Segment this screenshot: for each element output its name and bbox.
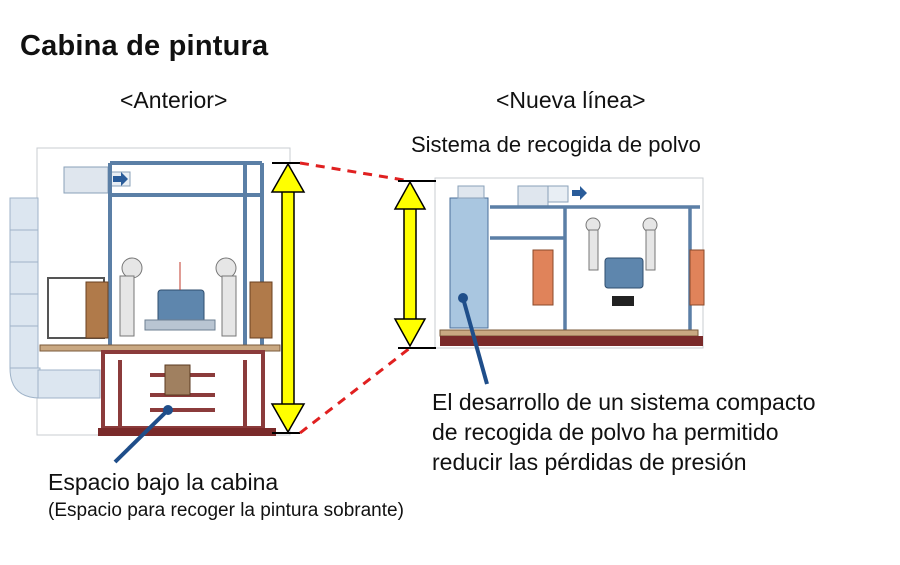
callout-line-new bbox=[461, 297, 489, 385]
fan-unit bbox=[63, 166, 109, 194]
callout-new-line-1: El desarrollo de un sistema compacto bbox=[432, 389, 816, 415]
flow-arrow-icon bbox=[113, 172, 128, 186]
callout-line-under bbox=[113, 408, 170, 464]
height-arrow-right bbox=[393, 180, 436, 349]
left-duct bbox=[9, 197, 101, 399]
anterior-booth bbox=[9, 147, 291, 436]
robot-left bbox=[119, 257, 143, 337]
callout-new-line-3: reducir las pérdidas de presión bbox=[432, 449, 747, 475]
robot-right bbox=[215, 257, 237, 337]
callout-new-line: El desarrollo de un sistema compacto de … bbox=[432, 387, 816, 477]
new-line-booth bbox=[434, 177, 705, 349]
label-new-line: <Nueva línea> bbox=[496, 87, 646, 113]
under-booth-pit bbox=[101, 350, 265, 430]
dashed-connectors bbox=[299, 161, 411, 435]
page-title: Cabina de pintura bbox=[20, 30, 269, 62]
car-body bbox=[157, 289, 205, 325]
callout-under-booth-title: Espacio bajo la cabina bbox=[48, 469, 279, 495]
callout-under-booth: Espacio bajo la cabina (Espacio para rec… bbox=[48, 467, 404, 525]
callout-under-booth-sub: (Espacio para recoger la pintura sobrant… bbox=[48, 500, 404, 521]
car-body-new bbox=[604, 257, 644, 289]
height-arrow-left bbox=[270, 162, 306, 434]
label-dust-collection-system: Sistema de recogida de polvo bbox=[411, 132, 701, 157]
dust-collector bbox=[449, 197, 489, 329]
label-anterior: <Anterior> bbox=[120, 87, 228, 113]
flow-arrow-icon-2 bbox=[572, 186, 587, 200]
callout-new-line-2: de recogida de polvo ha permitido bbox=[432, 419, 779, 445]
